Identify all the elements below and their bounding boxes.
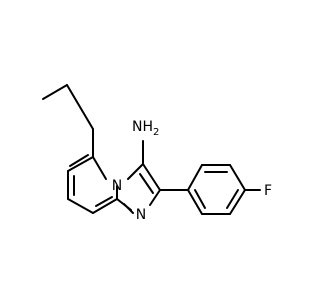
atom-label-nh2-main: NH [132,119,153,135]
atom-label-n-imidazole: N [136,207,146,223]
bond-imidazole-c3-c2-double [139,173,154,194]
bond-imidazole-c8a-n1-double [123,203,134,214]
bond-phenyl-6 [187,189,203,215]
bond-pyridine-c8-c8a [92,198,118,214]
atom-label-nh2: NH2 [132,119,159,138]
canvas-background [0,0,300,300]
atom-label-nh2-subscript: 2 [153,127,159,138]
atom-label-n-bridge: N [112,178,122,194]
atom-label-fluorine: F [264,183,272,199]
bond-pyridine-c7-c8 [67,198,94,214]
bond-pyridine-n4-c5 [92,156,107,180]
bond-phenyl-1 [187,164,203,191]
molecule-structure: NH2 N N F [0,0,300,300]
bond-pyridine-double-2 [95,196,113,207]
bond-pyridine-double-3 [69,154,89,167]
atom-labels: NH2 N N F [112,119,272,223]
bond-phenyl-double-3 [194,189,206,209]
bond-phenyl-3 [229,164,246,191]
bond-imidazole-c2-n1 [149,189,161,206]
bond-phenyl-double-2 [226,189,239,209]
bond-lines [42,84,261,215]
bond-pyridine-c5-c6 [67,156,94,172]
bond-phenyl-4 [229,189,246,215]
bond-propyl-1 [42,84,68,100]
bond-propyl-2 [66,84,94,130]
bond-imidazole-c3-c2 [142,163,161,191]
bond-imidazole-n4-c3 [127,163,144,180]
